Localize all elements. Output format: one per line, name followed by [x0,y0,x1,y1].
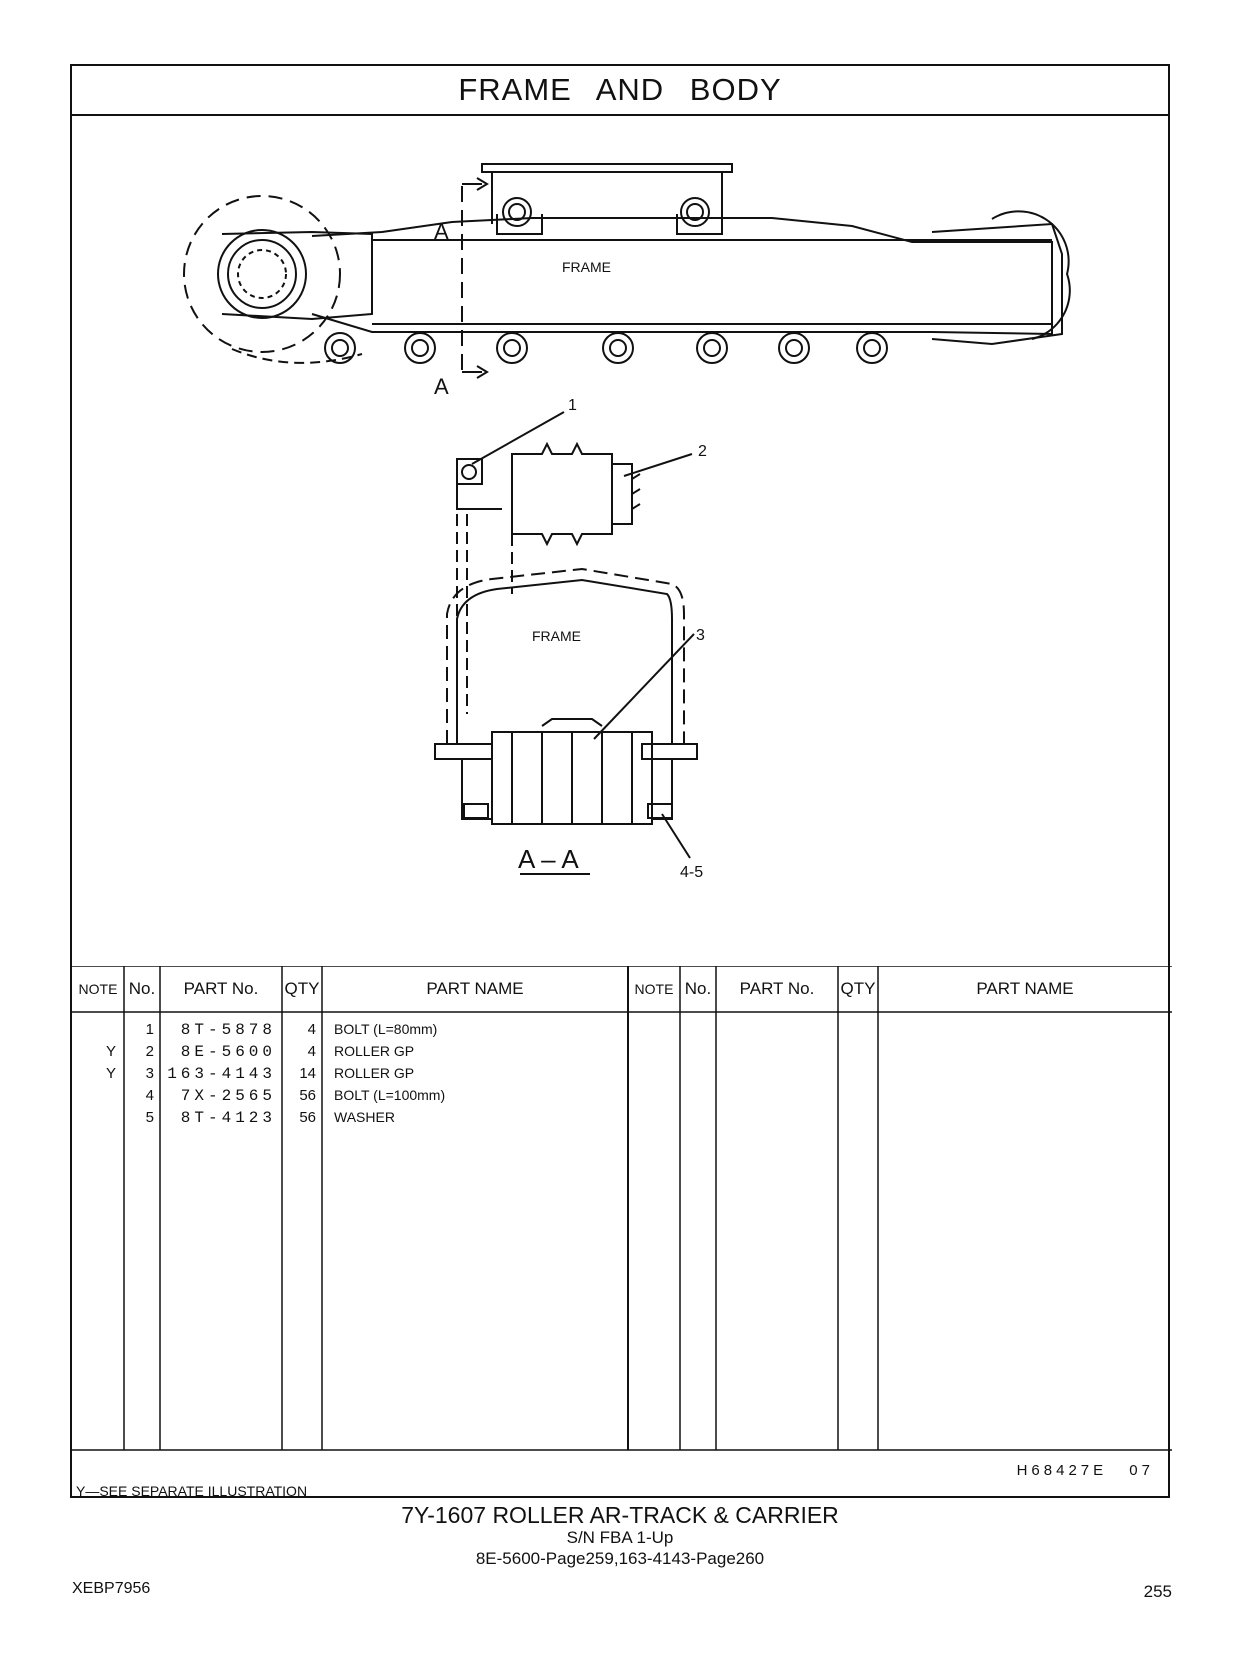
table-footnote: Y—SEE SEPARATE ILLUSTRATION [76,1483,308,1499]
callout-1: 1 [568,397,577,414]
leader-4-5 [661,813,691,859]
col-part-no-2: PART No. [739,979,815,998]
leader-2 [623,453,693,477]
col-note: NOTE [78,981,118,997]
col-note-2: NOTE [634,981,674,997]
frame-label-section: FRAME [532,628,581,644]
section-marker-top: A [434,219,449,244]
table-grid [72,966,1172,1451]
col-no: No. [128,979,156,998]
page-number: 255 [1143,1582,1172,1601]
callout-4-5: 4-5 [680,864,703,881]
col-qty: QTY [284,979,320,998]
col-part-no: PART No. [183,979,259,998]
track-roller-section [491,731,653,825]
callout-2: 2 [698,443,707,460]
col-part-name: PART NAME [426,979,524,998]
drawing-code: H68427E 07 [1016,1462,1154,1479]
col-part-name-2: PART NAME [976,979,1074,998]
caption-serial: S/N FBA 1-Up [566,1528,674,1547]
frame-label-top: FRAME [562,259,611,275]
section-title: A – A [518,844,579,874]
leader-1 [471,411,565,465]
document-id: XEBP7956 [72,1580,151,1597]
col-qty-2: QTY [840,979,876,998]
col-no-2: No. [684,979,712,998]
carrier-roller [511,441,613,547]
caption-references: 8E-5600-Page259,163-4143-Page260 [475,1549,765,1568]
page-frame: FRAME AND BODY [70,64,1172,1499]
track-rollers [324,332,888,364]
callout-3: 3 [696,627,705,644]
leader-3 [593,633,695,740]
parts-table: NOTE No. PART No. QTY PART NAME NOTE No.… [72,966,1172,1480]
parts-illustration: A A FRAME FRAME A – A 1 2 3 4-5 [183,163,1071,881]
page-title: FRAME AND BODY [72,66,1168,116]
section-marker-bottom: A [434,374,449,399]
idler-outline [183,195,341,353]
track-frame-outline [311,217,1053,336]
caption-title: 7Y-1607 ROLLER AR-TRACK & CARRIER [401,1502,839,1528]
